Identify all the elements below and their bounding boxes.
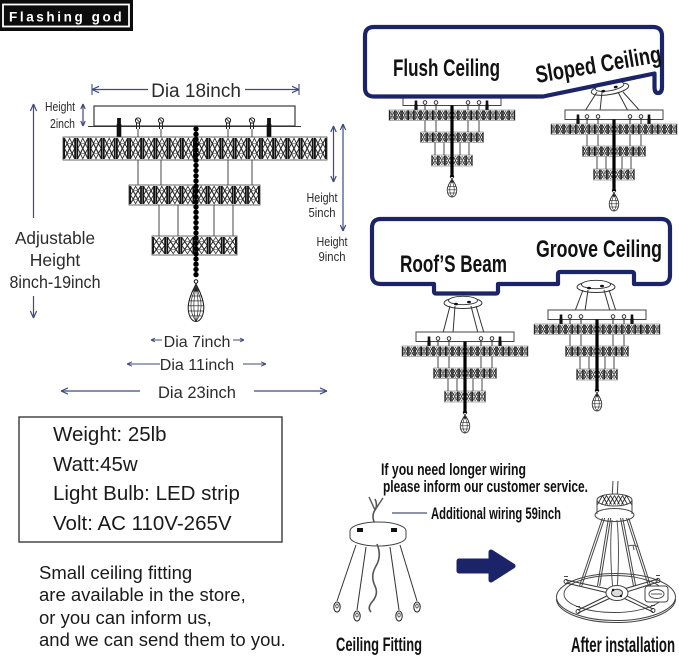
svg-text:Small ceiling fitting: Small ceiling fitting xyxy=(39,562,192,583)
svg-text:or you can inform us,: or you can inform us, xyxy=(39,607,212,628)
svg-text:Dia 11inch: Dia 11inch xyxy=(160,357,234,374)
svg-text:Flush Ceiling: Flush Ceiling xyxy=(393,55,500,82)
svg-text:Roof’S Beam: Roof’S Beam xyxy=(400,251,507,278)
svg-text:Height: Height xyxy=(45,99,75,114)
svg-text:Height: Height xyxy=(30,250,81,270)
svg-text:Dia 7inch: Dia 7inch xyxy=(164,334,231,351)
svg-text:Weight: 25lb: Weight: 25lb xyxy=(53,423,167,446)
svg-text:Height: Height xyxy=(317,234,348,249)
svg-text:2inch: 2inch xyxy=(50,116,75,131)
svg-text:Ceiling Fitting: Ceiling Fitting xyxy=(336,635,422,656)
svg-text:After installation: After installation xyxy=(571,634,675,657)
svg-text:Dia 18inch: Dia 18inch xyxy=(151,81,241,102)
svg-text:8inch-19inch: 8inch-19inch xyxy=(10,272,101,292)
svg-text:are available in the store,: are available in the store, xyxy=(39,584,246,605)
svg-text:Volt: AC 110V-265V: Volt: AC 110V-265V xyxy=(53,512,232,535)
svg-text:9inch: 9inch xyxy=(319,249,346,264)
svg-text:and we can send them to you.: and we can send them to you. xyxy=(39,629,286,650)
svg-text:Dia 23inch: Dia 23inch xyxy=(158,384,236,402)
svg-text:Adjustable: Adjustable xyxy=(15,228,95,248)
svg-text:Height: Height xyxy=(307,190,338,205)
svg-text:Groove Ceiling: Groove Ceiling xyxy=(536,236,662,263)
svg-text:If you need longer wiring: If you need longer wiring xyxy=(381,460,526,479)
svg-text:Flashing god: Flashing god xyxy=(9,10,124,25)
svg-text:Watt:45w: Watt:45w xyxy=(53,453,138,476)
svg-text:Additional wiring 59inch: Additional wiring 59inch xyxy=(431,504,561,523)
svg-text:5inch: 5inch xyxy=(309,205,336,220)
svg-text:please inform our customer ser: please inform our customer service. xyxy=(383,477,588,496)
svg-text:Light Bulb: LED strip: Light Bulb: LED strip xyxy=(53,482,240,505)
